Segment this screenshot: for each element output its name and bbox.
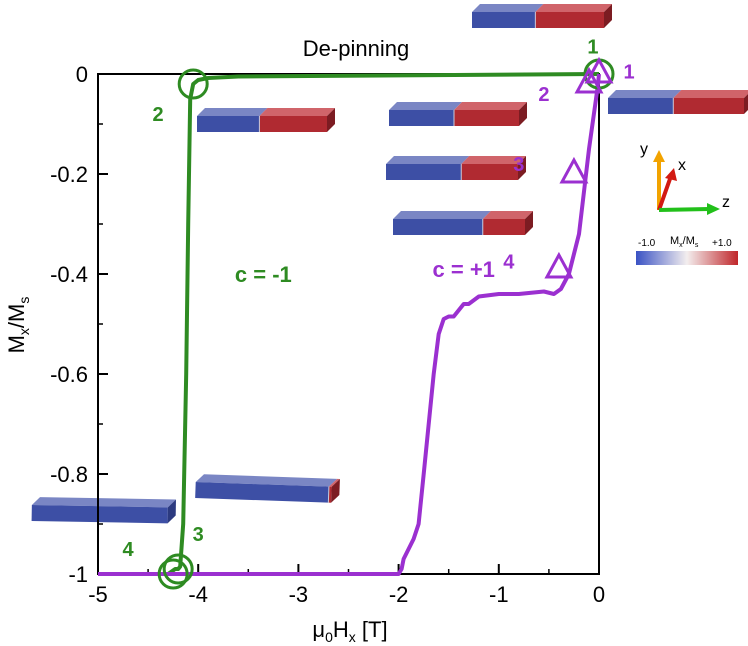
marker-layer: 1 2 3 4 1 2 3 4 — [122, 37, 635, 590]
y-tick-label: -0.8 — [50, 462, 88, 487]
x-tick-label: -1 — [489, 582, 509, 607]
x-arrow-head — [665, 168, 677, 181]
plot-frame — [97, 73, 600, 575]
series-annotation: c = -1 — [235, 262, 292, 287]
wire-green-4 — [31, 497, 176, 524]
y-tick-label: -0.2 — [50, 162, 88, 187]
wire-top — [472, 4, 612, 28]
colorbar-label: Mx/Ms — [670, 235, 699, 249]
colorbar: -1.0 +1.0 Mx/Ms — [636, 235, 738, 265]
series-layer — [98, 72, 601, 576]
y-tick-label: -0.4 — [50, 262, 88, 287]
circle-marker — [162, 553, 194, 585]
marker-label: 1 — [587, 37, 598, 59]
coordinate-axes-inset: y x z — [640, 141, 730, 215]
annotation-layer: c = -1 c = +1 — [235, 257, 495, 287]
circle-marker — [157, 558, 189, 590]
x-tick-label: -3 — [289, 582, 309, 607]
series-line-c-minus-1 — [98, 72, 600, 576]
inset-x-label: x — [678, 157, 686, 174]
triangle-marker — [544, 251, 574, 279]
marker-label: 3 — [193, 524, 204, 546]
wire-purple-3 — [386, 156, 526, 180]
marker-label: 1 — [623, 62, 634, 84]
marker-label: 2 — [538, 84, 549, 106]
x-axis-arrow — [657, 175, 673, 211]
marker-label: 3 — [513, 154, 524, 176]
wire-purple-2 — [389, 102, 527, 126]
inset-y-label: y — [640, 141, 648, 158]
colorbar-bar — [636, 251, 738, 265]
y-axis-label: Mx/Ms — [4, 297, 32, 354]
marker-label: 4 — [122, 539, 134, 561]
y-arrow-head — [653, 150, 665, 162]
wire-right — [608, 90, 748, 114]
z-axis-arrow — [658, 207, 710, 212]
wire-purple-4 — [393, 211, 533, 235]
x-tick-label: -2 — [389, 582, 409, 607]
triangle-marker — [559, 156, 589, 184]
z-arrow-head — [707, 203, 720, 215]
y-tick-label: 0 — [76, 62, 88, 87]
y-tick-label: -1 — [68, 562, 88, 587]
colorbar-max-label: +1.0 — [712, 238, 732, 249]
series-line-c-plus-1 — [98, 73, 601, 576]
circle-marker — [177, 68, 209, 100]
inset-z-label: z — [722, 194, 730, 211]
wire-green-2 — [197, 108, 335, 132]
marker-label: 4 — [503, 252, 515, 274]
y-tick-label: -0.6 — [50, 362, 88, 387]
triangle-marker — [574, 66, 604, 94]
triangle-marker — [584, 56, 614, 84]
x-tick-label: -5 — [88, 582, 108, 607]
x-axis-label: μ0Hx [T] — [312, 617, 387, 645]
x-tick-label: 0 — [593, 582, 605, 607]
wire-green-3 — [195, 474, 340, 503]
x-tick-label: -4 — [188, 582, 208, 607]
colorbar-min-label: -1.0 — [638, 238, 656, 249]
chart-title: De-pinning — [303, 36, 409, 61]
series-annotation: c = +1 — [433, 257, 495, 282]
marker-label: 2 — [153, 104, 164, 126]
nanowire-illustrations — [31, 4, 748, 524]
axis-ticks: -5 -4 -3 -2 -1 0 0 -0.2 -0.4 -0.6 -0.8 -1 — [50, 62, 605, 607]
